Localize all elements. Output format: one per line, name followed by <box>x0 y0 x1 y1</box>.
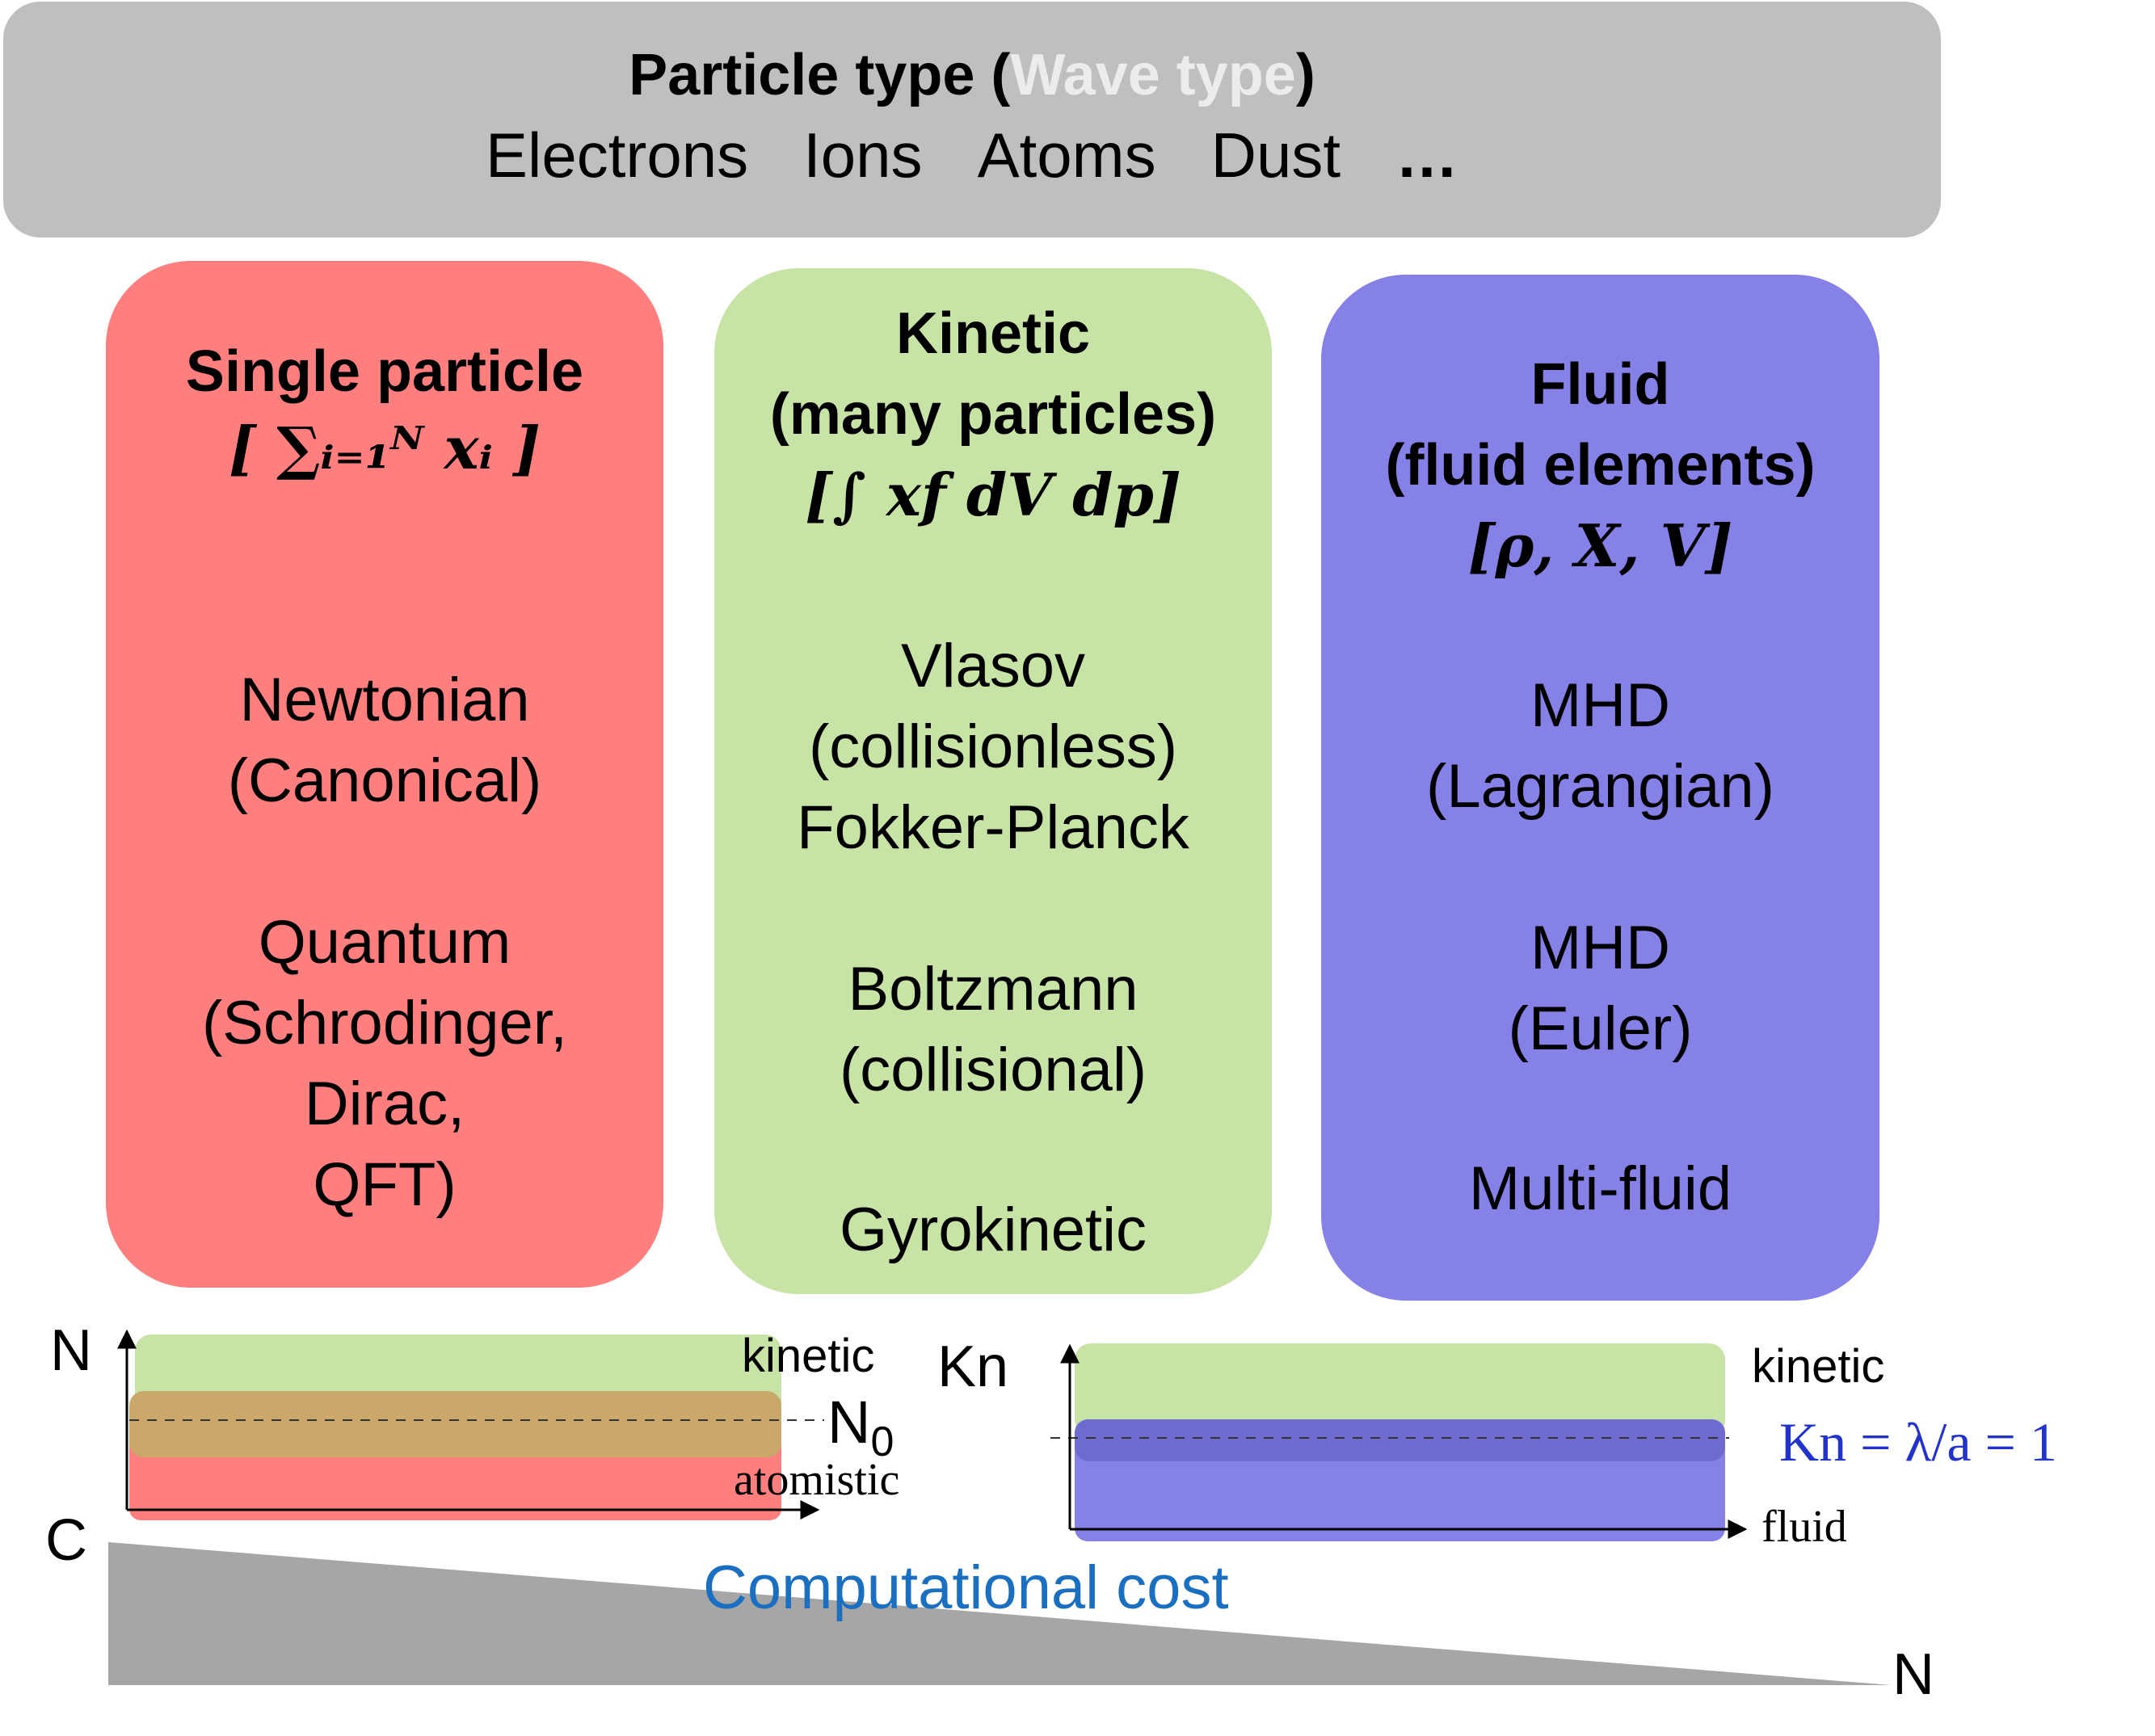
single-particle-box: Single particle [ ∑ᵢ₌₁ᴺ xᵢ ] Newtonian (… <box>106 261 663 1288</box>
computational-cost-wedge <box>108 1542 1891 1685</box>
fluid-box: Fluid (fluid elements) [ρ, X, V] MHD (La… <box>1321 275 1879 1301</box>
right-overlap-band <box>1075 1419 1725 1461</box>
kinetic-title: Kinetic <box>895 301 1091 366</box>
model-qft: QFT) <box>313 1150 457 1219</box>
particle-ions: Ions <box>803 120 923 191</box>
model-collisionless: (collisionless) <box>808 712 1178 781</box>
wave-type-label: Wave type <box>1010 43 1296 107</box>
knudsen-threshold-label: Kn = λ/a = 1 <box>1779 1411 2057 1473</box>
model-quantum: Quantum <box>258 908 511 977</box>
model-dirac: Dirac, <box>304 1070 465 1138</box>
banner-title-suffix: ) <box>1295 43 1315 107</box>
model-gyrokinetic: Gyrokinetic <box>839 1196 1147 1264</box>
left-y-axis-label: N <box>50 1318 92 1383</box>
fluid-formula: [ρ, X, V] <box>1467 511 1733 580</box>
right-kinetic-label: kinetic <box>1752 1340 1885 1393</box>
model-canonical: (Canonical) <box>227 746 542 815</box>
particle-ellipsis: … <box>1395 120 1459 191</box>
model-fokker-planck: Fokker-Planck <box>797 793 1189 862</box>
model-mhd-lagrangian: MHD <box>1530 671 1671 740</box>
n0-symbol: N <box>827 1389 871 1456</box>
model-boltzmann: Boltzmann <box>848 955 1139 1024</box>
left-atomistic-label: atomistic <box>734 1455 900 1505</box>
particle-type-banner: Particle type (Wave type) Electrons Ions A… <box>3 2 1941 237</box>
particle-electrons: Electrons <box>485 120 749 191</box>
fluid-title: Fluid <box>1530 352 1670 417</box>
particle-list: Electrons Ions Atoms Dust … <box>3 116 1941 194</box>
n0-subscript: 0 <box>870 1418 894 1465</box>
left-threshold-label: N0 <box>827 1388 894 1466</box>
single-particle-formula: [ ∑ᵢ₌₁ᴺ xᵢ ] <box>229 414 541 482</box>
fluid-subtitle: (fluid elements) <box>1385 433 1816 498</box>
right-kinetic-band <box>1075 1343 1725 1436</box>
kinetic-box: Kinetic (many particles) [∫ xf dV dp] Vl… <box>714 268 1272 1294</box>
model-euler: (Euler) <box>1508 994 1693 1063</box>
right-y-axis-label: Kn <box>937 1335 1009 1399</box>
model-vlasov: Vlasov <box>900 632 1086 700</box>
banner-title: Particle type (Wave type) <box>3 39 1941 111</box>
cost-x-axis-label: N <box>1892 1642 1934 1707</box>
kinetic-formula: [∫ xf dV dp] <box>805 460 1181 529</box>
particle-dust: Dust <box>1210 120 1341 191</box>
model-multi-fluid: Multi-fluid <box>1468 1154 1732 1223</box>
particle-atoms: Atoms <box>977 120 1156 191</box>
cost-y-axis-label: C <box>45 1508 87 1573</box>
single-particle-title: Single particle <box>185 339 584 404</box>
computational-cost-label: Computational cost <box>703 1553 1229 1622</box>
model-schrodinger: (Schrodinger, <box>201 989 568 1057</box>
banner-title-prefix: Particle type ( <box>629 43 1011 107</box>
model-lagrangian: (Lagrangian) <box>1426 752 1774 821</box>
kinetic-subtitle: (many particles) <box>769 382 1217 447</box>
left-overlap-band <box>129 1391 781 1457</box>
model-collisional: (collisional) <box>839 1036 1147 1104</box>
left-kinetic-label: kinetic <box>742 1330 875 1382</box>
right-fluid-label: fluid <box>1761 1502 1847 1552</box>
model-newtonian: Newtonian <box>239 666 530 734</box>
model-mhd-euler: MHD <box>1530 914 1671 982</box>
